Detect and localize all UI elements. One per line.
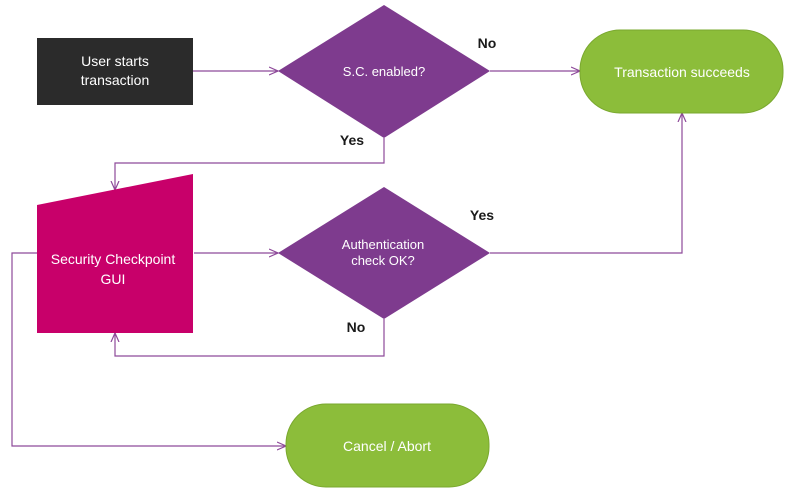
gui-label-line2: GUI [101,271,126,287]
start-node: User starts transaction [37,38,193,105]
gui-label-line1: Security Checkpoint [51,251,176,267]
edge-auth-no-to-gui [115,319,385,357]
edge-labels: No Yes Yes No [340,35,496,335]
cancel-label: Cancel / Abort [343,438,431,454]
edge-sc-yes-to-gui [115,138,385,190]
edge-auth-yes-to-success [490,113,682,254]
auth-check-diamond [278,187,490,319]
cancel-pill [285,403,490,488]
edge-gui-to-cancel [11,252,286,446]
success-terminal: Transaction succeeds [579,29,784,114]
sc-no-label: No [478,35,497,51]
gui-shape [37,174,193,333]
auth-no-label: No [347,319,366,335]
start-box [37,38,193,105]
cancel-terminal: Cancel / Abort [285,403,490,488]
gui-node: Security Checkpoint GUI [37,174,193,333]
start-label-line2: transaction [81,72,149,88]
auth-check-label-line1: Authentication [342,237,424,252]
start-label-line1: User starts [81,53,149,69]
success-pill [579,29,784,114]
sc-enabled-label: S.C. enabled? [343,64,425,79]
auth-check-decision: Authentication check OK? [278,187,490,319]
auth-check-label-line2: check OK? [351,253,415,268]
sc-yes-label: Yes [340,132,364,148]
sc-enabled-diamond [278,5,490,138]
connectors [11,71,682,446]
success-label: Transaction succeeds [614,64,750,80]
auth-yes-label: Yes [470,207,494,223]
sc-enabled-decision: S.C. enabled? [278,5,490,138]
